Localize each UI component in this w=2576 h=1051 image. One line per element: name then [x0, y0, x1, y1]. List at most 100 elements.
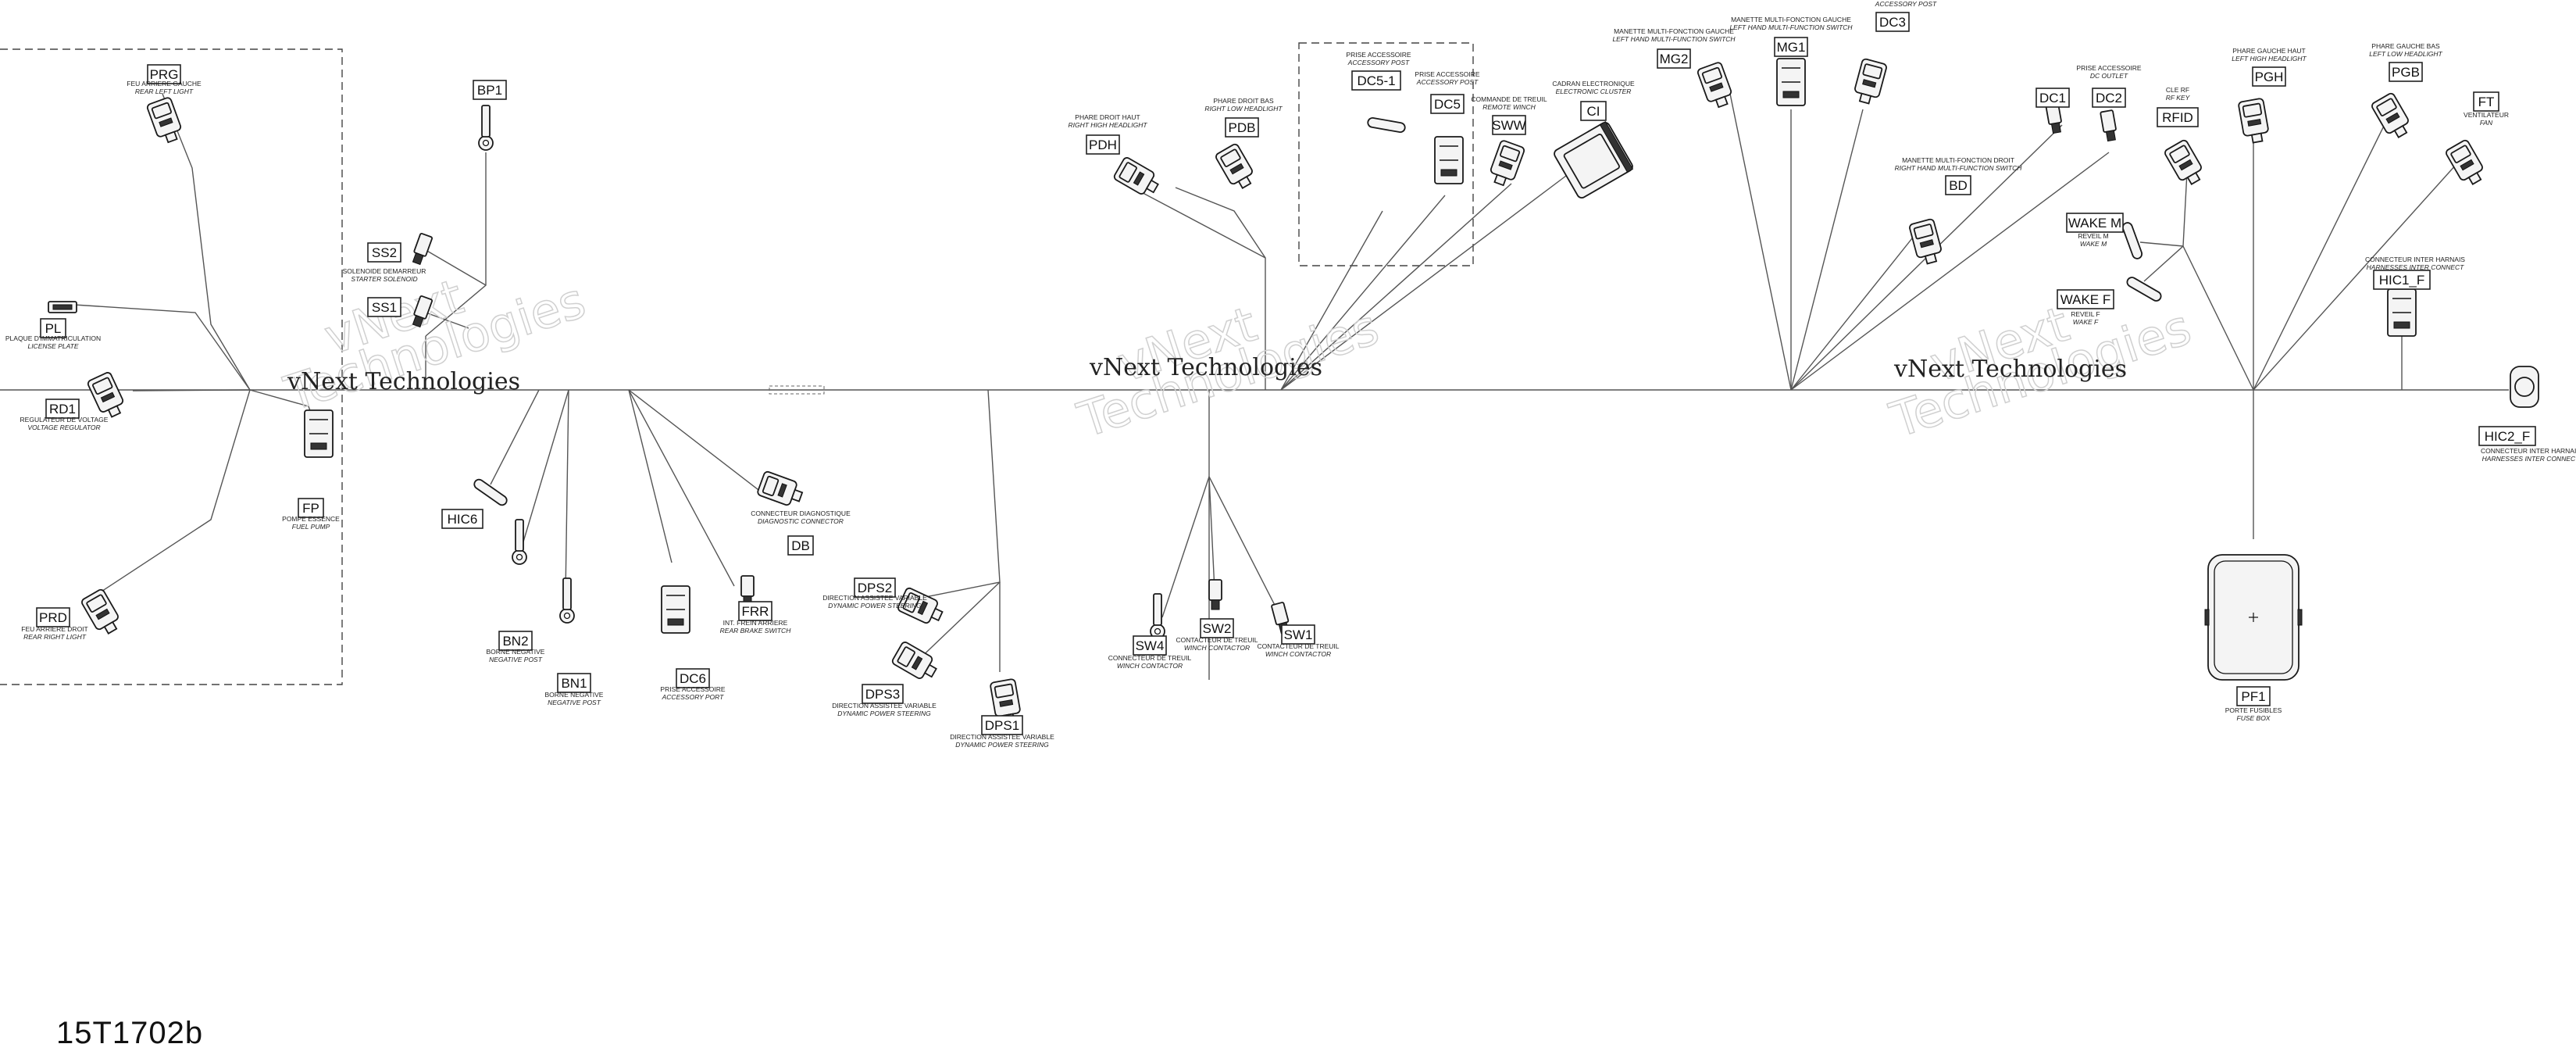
connector-code-label: SW2: [1203, 621, 1232, 636]
connector-description-en: LEFT HAND MULTI-FUNCTION SWITCH: [1612, 35, 1736, 43]
inter-harness-connector-icon: [2387, 288, 2417, 337]
connector-code-label: SS1: [372, 300, 397, 315]
connector-code-box: [1086, 134, 1120, 155]
connector-description-fr: PHARE DROIT BAS: [1213, 97, 1274, 105]
diagnostic-connector-icon: [757, 470, 804, 506]
connector-description-fr: REVEIL F: [2071, 310, 2100, 318]
connector-description-fr: DIRECTION ASSISTEE VARIABLE: [822, 594, 927, 602]
connector-description-en: RIGHT HIGH HEADLIGHT: [1068, 121, 1147, 129]
connector-description-fr: REGULATEUR DE VOLTAGE: [20, 416, 109, 424]
connector-code-box: [787, 535, 814, 556]
connector-description-en: NEGATIVE POST: [489, 656, 543, 663]
rear-light-connector-icon: [81, 588, 119, 635]
connector-description-fr: CADRAN ELECTRONIQUE: [1552, 80, 1635, 88]
fuse-box-icon: [2204, 554, 2303, 681]
connector-bp1[interactable]: BP1: [473, 80, 507, 151]
dps-connector-icon: [897, 587, 944, 624]
connector-code-label: BN1: [561, 676, 587, 691]
connector-description-fr: SOLENOIDE DEMARREUR: [343, 267, 426, 275]
connector-description-fr: CONTACTEUR DE TREUIL: [1257, 642, 1339, 650]
connector-ss2[interactable]: SS2: [367, 233, 433, 266]
connector-description-fr: BORNE NEGATIVE: [487, 648, 545, 656]
connector-description-fr: REVEIL M: [2078, 232, 2108, 240]
connector-code-label: MG1: [1777, 40, 1806, 55]
connector-code-box: [2478, 426, 2536, 446]
connector-code-box: [441, 509, 483, 529]
connector-code-box: [854, 577, 896, 598]
connector-code-label: SW1: [1284, 627, 1313, 642]
ring-terminal-icon: [478, 105, 494, 151]
connector-code-label: DC6: [680, 671, 706, 686]
connector-description-en: HARNESSES INTER CONNECT: [2482, 455, 2576, 463]
connector-description-fr: CONTACTEUR DE TREUIL: [1176, 636, 1258, 644]
connector-description-fr: FEU ARRIERE GAUCHE: [127, 80, 202, 88]
accessory-harness-frame: [1298, 42, 1474, 266]
connector-code-box: [45, 399, 80, 419]
connector-description-fr: DIRECTION ASSISTEE VARIABLE: [832, 702, 937, 710]
connector-description-fr: MANETTE MULTI-FONCTION GAUCHE: [1731, 16, 1851, 23]
connector-code-label: PL: [45, 321, 62, 336]
connector-description-en: WINCH CONTACTOR: [1184, 644, 1250, 652]
connector-dc2[interactable]: DC2: [2092, 88, 2126, 142]
rf-key-connector-icon: [2164, 139, 2202, 185]
connector-code-box: [1133, 635, 1167, 656]
accessory-port-connector-icon: [661, 585, 690, 634]
connector-description-fr: POMPE ESSENCE: [282, 515, 340, 523]
connector-description-fr: INT. FREIN ARRIERE: [723, 619, 788, 627]
bullet-connector-icon: [473, 478, 508, 506]
connector-description-fr: PRISE ACCESSOIRE: [2076, 64, 2141, 72]
connector-hic6[interactable]: HIC6: [441, 477, 508, 529]
dc-outlet-connector-icon: [2100, 109, 2117, 142]
connector-description-fr: CONNECTEUR DE TREUIL: [1108, 654, 1192, 662]
connector-code-label: BD: [1949, 178, 1968, 193]
connector-code-box: [298, 498, 324, 518]
connector-code-label: SWW: [1492, 118, 1525, 133]
multi-function-switch-connector-icon: [1776, 58, 1806, 106]
branch-wires: [73, 93, 2457, 680]
connector-description-en: REAR RIGHT LIGHT: [23, 633, 87, 641]
connector-description-en: ACCESSORY POST: [1416, 78, 1479, 86]
connector-code-label: FRR: [742, 604, 769, 619]
connector-code-box: [2236, 686, 2271, 706]
license-plate-light-icon: [48, 301, 77, 313]
connector-description-en: FUSE BOX: [2237, 714, 2271, 722]
